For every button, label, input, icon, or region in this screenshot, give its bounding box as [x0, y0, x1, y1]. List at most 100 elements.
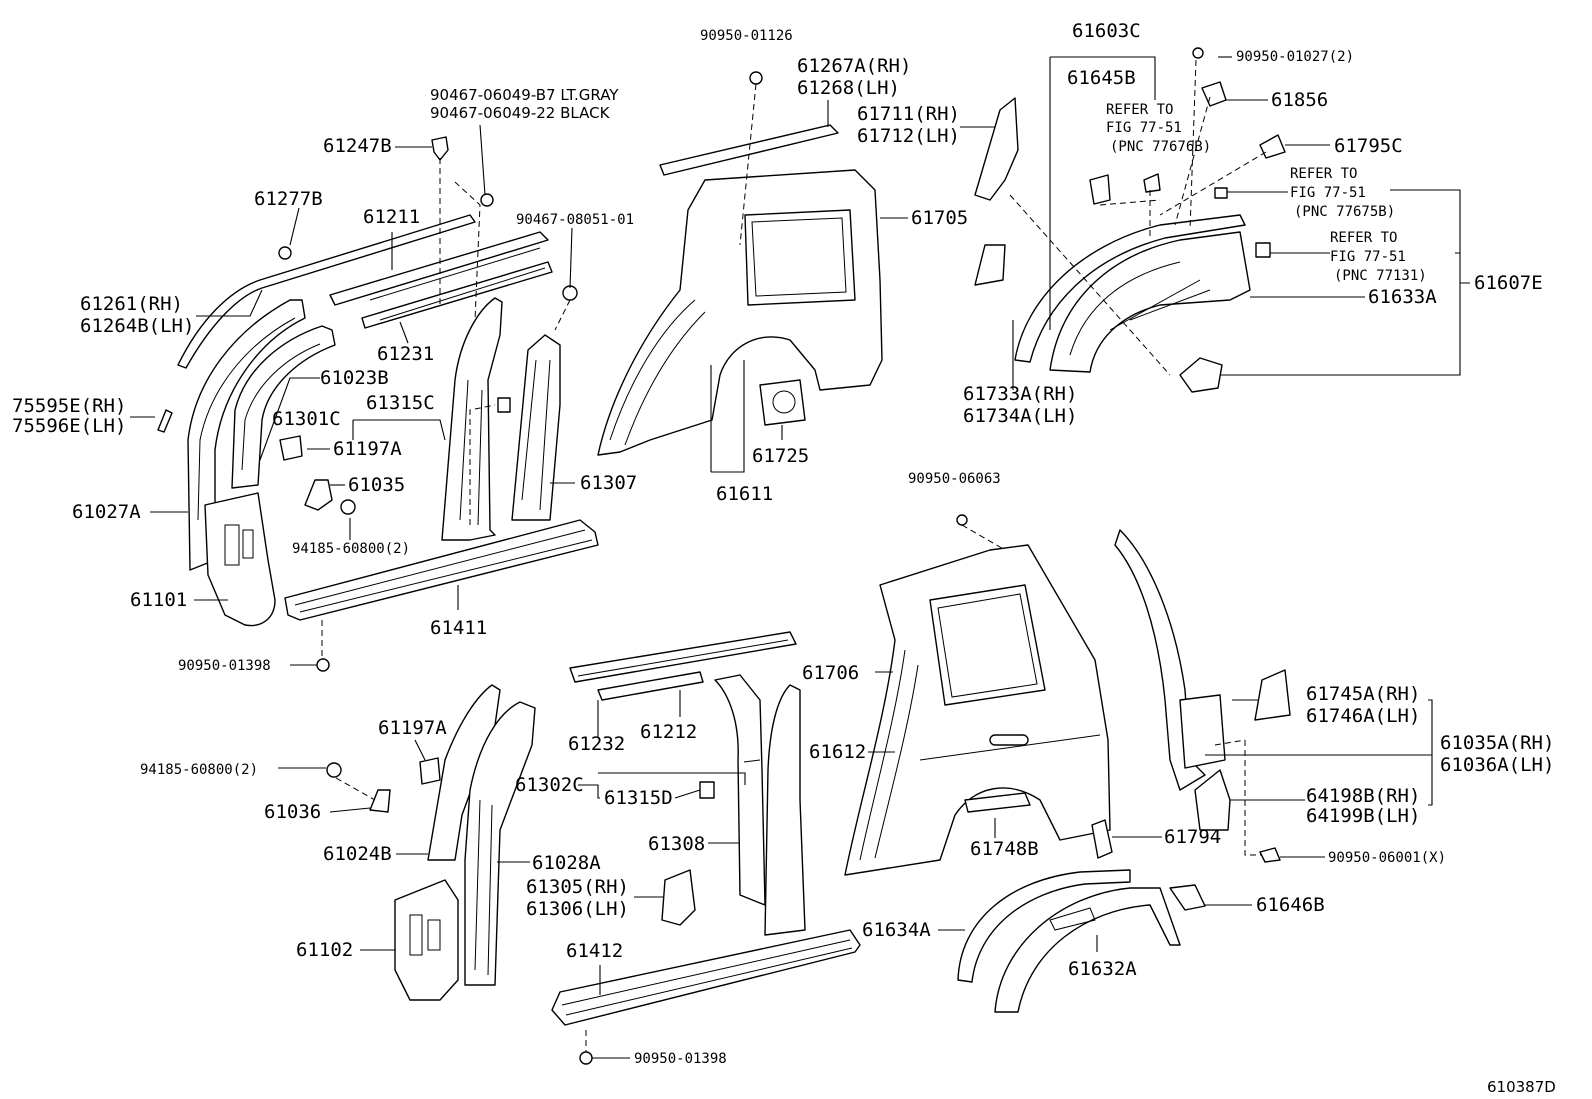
label-90950-01027: 90950-01027(2) [1236, 49, 1354, 65]
part-61102[interactable] [394, 879, 459, 1001]
label-61024B: 61024B [323, 843, 392, 865]
label-61197A-bot: 61197A [378, 717, 447, 739]
label-61611: 61611 [716, 483, 773, 505]
labels: 90950-01126 61267A(RH) 61268(LH) 90467-0… [12, 20, 1556, 1096]
part-61197A-top[interactable] [279, 435, 303, 461]
part-77676B-clip[interactable] [1143, 173, 1161, 193]
part-94185-nut-top[interactable] [340, 499, 356, 515]
part-61706[interactable] [929, 584, 1046, 706]
part-75595E[interactable] [157, 409, 173, 433]
part-61027A[interactable] [187, 299, 306, 571]
label-61035A: 61035A(RH) [1440, 732, 1554, 754]
part-61748B[interactable] [964, 792, 1031, 813]
part-61711-bracket[interactable] [974, 244, 1006, 286]
part-61725[interactable] [759, 379, 806, 426]
label-refer2-c: (PNC 77675B) [1294, 204, 1395, 220]
part-61645B[interactable] [1089, 174, 1111, 205]
part-61101[interactable] [204, 492, 276, 627]
leader-lines [130, 56, 1470, 1059]
part-61232[interactable] [569, 631, 797, 683]
label-61633A: 61633A [1368, 286, 1437, 308]
part-61212[interactable] [597, 671, 704, 701]
label-61315D: 61315D [604, 787, 673, 809]
part-61711[interactable] [974, 97, 1019, 201]
label-61748B: 61748B [970, 838, 1039, 860]
part-90950-01398-bot[interactable] [579, 1051, 593, 1065]
label-90467-22: 90467-06049-22 BLACK [430, 104, 611, 122]
part-61612[interactable] [844, 544, 1111, 876]
part-61302C[interactable] [714, 674, 766, 906]
label-61301C: 61301C [272, 408, 341, 430]
label-61734A: 61734A(LH) [963, 405, 1077, 427]
part-61307[interactable] [511, 334, 561, 521]
part-61023B[interactable] [231, 325, 336, 489]
part-61315D[interactable] [699, 781, 715, 799]
part-61035[interactable] [304, 479, 333, 511]
part-61277B[interactable] [278, 246, 292, 260]
part-90950-06001[interactable] [1259, 847, 1281, 863]
label-90950-01398-top: 90950-01398 [178, 658, 271, 674]
part-61603C[interactable] [1014, 214, 1246, 363]
part-61028A[interactable] [464, 701, 536, 986]
label-61711: 61711(RH) [857, 103, 960, 125]
part-90950-01398-top[interactable] [316, 658, 330, 672]
part-61261-rail[interactable] [177, 214, 476, 369]
label-61412: 61412 [566, 940, 623, 962]
label-94185-bot: 94185-60800(2) [140, 762, 258, 778]
label-61634A: 61634A [862, 919, 931, 941]
part-61315C[interactable] [497, 397, 511, 413]
part-61301C[interactable] [441, 297, 503, 541]
label-refer2-b: FIG 77-51 [1290, 185, 1366, 201]
label-61102: 61102 [296, 939, 353, 961]
part-90467-clip[interactable] [480, 193, 494, 207]
part-61646B[interactable] [1169, 884, 1206, 911]
part-61733A[interactable] [1179, 357, 1223, 393]
label-61411: 61411 [430, 617, 487, 639]
part-61036[interactable] [369, 789, 391, 813]
label-64198B: 64198B(RH) [1306, 785, 1420, 807]
label-61231: 61231 [377, 343, 434, 365]
part-61634A[interactable] [957, 869, 1131, 983]
label-61197A-top: 61197A [333, 438, 402, 460]
label-refer1-c: (PNC 77676B) [1110, 139, 1211, 155]
part-61247B[interactable] [431, 136, 449, 161]
part-61411[interactable] [284, 519, 599, 621]
part-61633A[interactable] [1049, 231, 1251, 373]
part-77131-clip[interactable] [1255, 242, 1271, 258]
label-90950-01398-bot: 90950-01398 [634, 1051, 727, 1067]
part-61211[interactable] [329, 231, 549, 306]
part-77675B-clip[interactable] [1214, 187, 1228, 199]
part-61856[interactable] [1201, 81, 1227, 107]
label-75596E: 75596E(LH) [12, 415, 126, 437]
part-61705[interactable] [744, 209, 856, 306]
part-90467-08051[interactable] [562, 285, 578, 301]
part-94185-nut-bot[interactable] [326, 762, 342, 778]
label-61268: 61268(LH) [797, 77, 900, 99]
part-61632A[interactable] [994, 887, 1181, 1013]
label-refer2-a: REFER TO [1290, 166, 1357, 182]
part-61795C[interactable] [1259, 134, 1286, 159]
part-61231[interactable] [361, 261, 553, 329]
label-61725: 61725 [752, 445, 809, 467]
label-refer3-c: (PNC 77131) [1334, 268, 1427, 284]
label-61023B: 61023B [320, 367, 389, 389]
part-61197A-bot[interactable] [419, 757, 441, 785]
part-61305[interactable] [661, 869, 696, 926]
part-90950-06063[interactable] [956, 514, 968, 526]
label-61264B: 61264B(LH) [80, 315, 194, 337]
part-90950-01027[interactable] [1192, 47, 1204, 59]
label-61028A: 61028A [532, 852, 601, 874]
part-61035A-panel[interactable] [1179, 694, 1226, 769]
label-61712: 61712(LH) [857, 125, 960, 147]
label-90467-b7: 90467-06049-B7 LT.GRAY [430, 86, 619, 104]
part-90950-01126[interactable] [749, 71, 763, 85]
part-61308[interactable] [764, 684, 806, 936]
label-61745A: 61745A(RH) [1306, 683, 1420, 705]
part-61412[interactable] [551, 929, 861, 1026]
part-61267A[interactable] [659, 124, 839, 176]
part-61794[interactable] [1091, 819, 1113, 859]
part-61745A[interactable] [1254, 669, 1291, 721]
label-61308: 61308 [648, 833, 705, 855]
part-64198B[interactable] [1194, 769, 1231, 831]
